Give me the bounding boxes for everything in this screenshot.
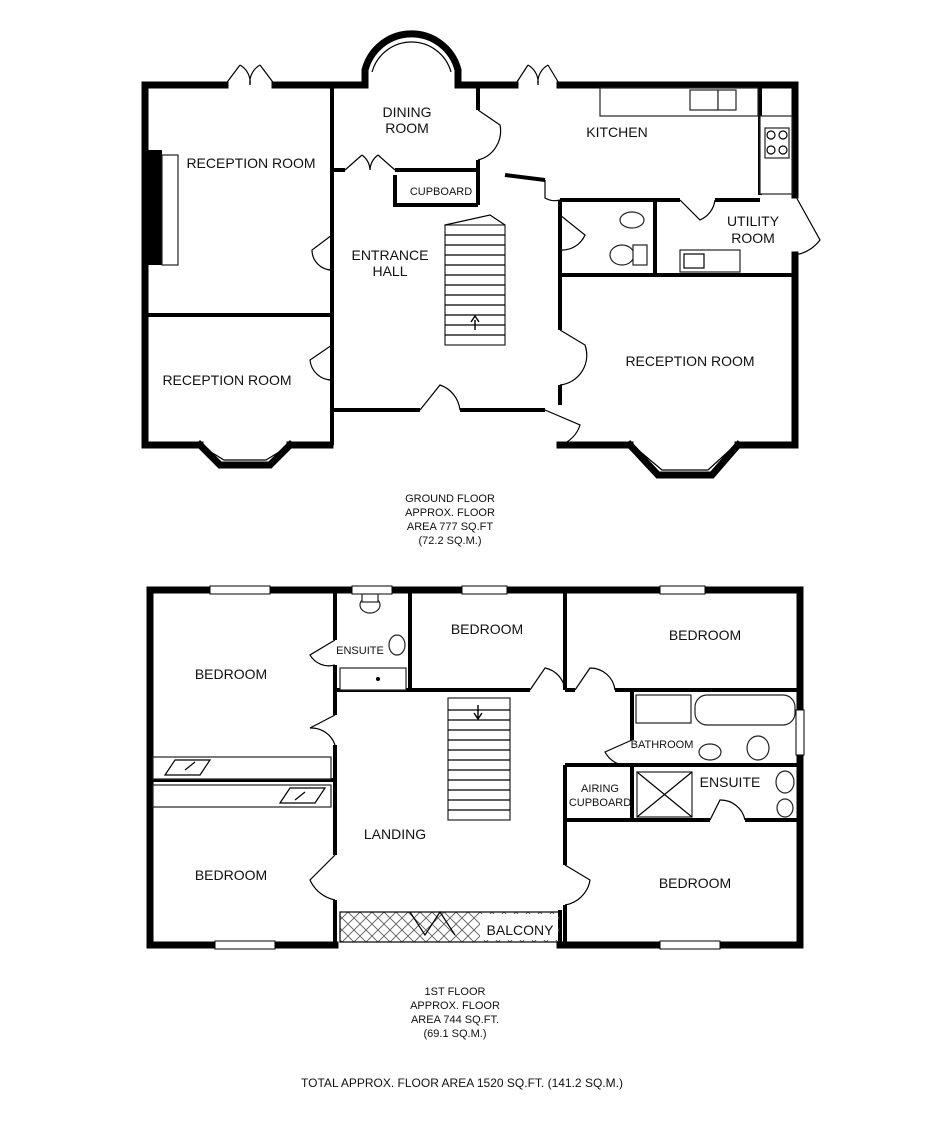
room-label-utility-2: ROOM [731,230,775,246]
toilet-icon [775,770,795,794]
room-label-cupboard: CUPBOARD [410,186,472,198]
basin-icon [619,211,645,229]
ground-outer-wall [141,81,799,449]
ground-floor-plan: RECEPTION ROOM DINING ROOM KITCHEN CUPBO… [141,30,821,547]
room-label-dining-2: ROOM [385,120,429,136]
ground-area-line-1: GROUND FLOOR [405,493,495,505]
first-area-line-2: APPROX. FLOOR [410,1000,500,1012]
reception-bay-window-right [625,440,743,479]
first-area-line-3: AREA 744 SQ.FT. [411,1014,499,1026]
room-label-balcony: BALCONY [487,922,555,938]
room-label-airing-1: AIRING [581,783,619,795]
shower-tray-icon [339,667,407,691]
reception-bay-window-left [195,440,295,469]
fireplace-icon [148,150,162,265]
room-label-kitchen: KITCHEN [586,124,647,140]
basin-icon [776,798,794,818]
room-label-reception-left-top: RECEPTION ROOM [186,155,315,171]
first-floor-plan: BEDROOM ENSUITE BEDROOM BEDROOM BATHROOM… [146,585,805,1040]
first-doors [309,639,746,937]
room-label-landing: LANDING [364,826,426,842]
room-label-reception-left-bottom: RECEPTION ROOM [162,372,291,388]
toilet-icon [609,244,635,266]
ground-area-line-2: APPROX. FLOOR [405,507,495,519]
room-label-bedroom-bottom-left: BEDROOM [195,867,267,883]
dining-bay-window [361,30,462,89]
kitchen-sink-icon [689,89,719,111]
ground-staircase [444,214,506,346]
window [209,585,271,595]
basin-icon [388,634,406,656]
room-label-utility-1: UTILITY [727,213,780,229]
first-area-line-1: 1ST FLOOR [425,986,486,998]
room-label-bedroom-bottom-right: BEDROOM [659,875,731,891]
room-label-bedroom-top-left: BEDROOM [195,666,267,682]
room-label-dining-1: DINING [383,104,432,120]
room-label-ensuite-right: ENSUITE [700,774,761,790]
room-label-entrance-2: HALL [372,263,407,279]
toilet-icon [746,735,770,761]
bath-icon [694,694,796,726]
room-label-bedroom-top-right: BEDROOM [669,627,741,643]
wardrobe [152,756,332,780]
total-floor-area: TOTAL APPROX. FLOOR AREA 1520 SQ.FT. (14… [301,1076,623,1090]
first-staircase [447,697,511,821]
basin-icon [698,743,722,761]
room-label-ensuite-top: ENSUITE [336,645,384,657]
utility-sink-icon [679,249,741,273]
room-label-reception-right: RECEPTION ROOM [625,353,754,369]
room-label-bathroom: BATHROOM [631,739,694,751]
ground-area-line-4: (72.2 SQ.M.) [419,535,482,547]
room-label-airing-2: CUPBOARD [569,797,631,809]
room-label-entrance-1: ENTRANCE [351,247,428,263]
ground-doors [224,64,821,446]
first-area-line-4: (69.1 SQ.M.) [424,1028,487,1040]
ground-area-line-3: AREA 777 SQ.FT [407,521,493,533]
room-label-bedroom-top-middle: BEDROOM [451,621,523,637]
